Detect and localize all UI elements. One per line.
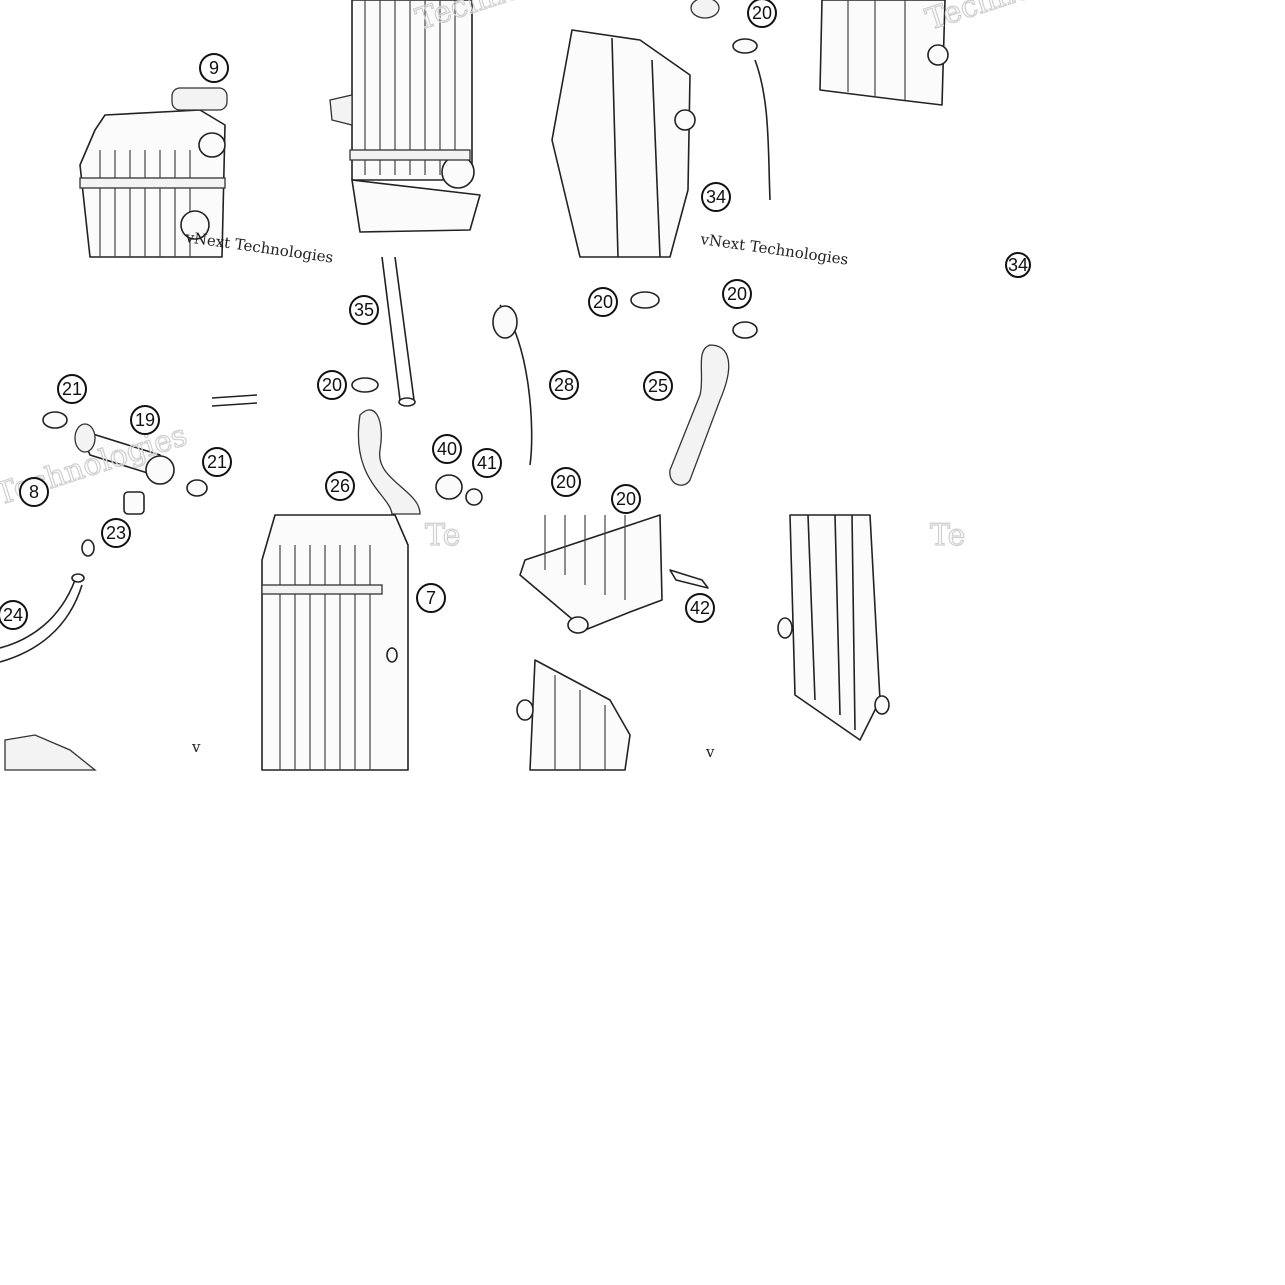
- svg-text:28: 28: [554, 375, 574, 395]
- callout-20: 20: [317, 370, 347, 400]
- hose-tube-tile: [351, 256, 533, 515]
- radiator-full-tile: [261, 514, 409, 771]
- svg-text:21: 21: [207, 452, 227, 472]
- callouts: 9 20 34 34 35 20 20 20: [0, 0, 1031, 630]
- svg-text:v: v: [191, 738, 201, 756]
- svg-text:42: 42: [690, 598, 710, 618]
- callout-20: 20: [611, 484, 641, 514]
- svg-text:v: v: [705, 743, 715, 761]
- radiator-bottom-tile: [516, 514, 709, 771]
- callout-20: 20: [722, 279, 752, 309]
- svg-text:21: 21: [62, 379, 82, 399]
- callout-42: 42: [685, 593, 715, 623]
- callout-34: 34: [701, 182, 731, 212]
- svg-text:Technologies: Technologies: [922, 0, 1122, 38]
- svg-text:34: 34: [706, 187, 726, 207]
- callout-25: 25: [643, 371, 673, 401]
- svg-text:20: 20: [616, 489, 636, 509]
- hose-24-tile: [0, 539, 97, 771]
- svg-text:vNext Technologies: vNext Technologies: [698, 230, 849, 269]
- callout-20: 20: [551, 467, 581, 497]
- svg-text:20: 20: [322, 375, 342, 395]
- svg-text:20: 20: [593, 292, 613, 312]
- svg-text:7: 7: [426, 588, 436, 608]
- svg-text:23: 23: [106, 523, 126, 543]
- callout-7: 7: [416, 583, 446, 613]
- callout-21: 21: [202, 447, 232, 477]
- callout-8: 8: [19, 477, 49, 507]
- svg-text:25: 25: [648, 376, 668, 396]
- svg-text:35: 35: [354, 300, 374, 320]
- callout-9: 9: [199, 53, 229, 83]
- svg-text:24: 24: [3, 605, 23, 625]
- shroud-vertical-tile: [777, 514, 890, 741]
- svg-text:40: 40: [437, 439, 457, 459]
- callout-41: 41: [472, 448, 502, 478]
- bolt-icon: [669, 569, 709, 589]
- hose-25-tile: [630, 291, 758, 486]
- svg-text:Te: Te: [930, 518, 965, 553]
- radiator-body-tile: [329, 0, 481, 233]
- callout-20: 20: [747, 0, 777, 28]
- callout-35: 35: [349, 295, 379, 325]
- callout-34: 34: [1005, 252, 1031, 278]
- svg-text:19: 19: [135, 410, 155, 430]
- svg-text:vNext Technologies: vNext Technologies: [183, 228, 334, 267]
- radiator-shroud-tile: [551, 0, 771, 258]
- callout-19: 19: [130, 405, 160, 435]
- svg-text:20: 20: [556, 472, 576, 492]
- svg-text:34: 34: [1008, 255, 1028, 275]
- svg-text:Te: Te: [425, 518, 460, 553]
- callout-20: 20: [588, 287, 618, 317]
- svg-text:26: 26: [330, 476, 350, 496]
- radiator-cap-icon: [171, 87, 228, 111]
- svg-text:8: 8: [29, 482, 39, 502]
- svg-text:9: 9: [209, 58, 219, 78]
- thermostat-tile: [42, 394, 258, 515]
- shroud-right-tile: [819, 0, 949, 106]
- callout-24: 24: [0, 600, 28, 630]
- radiator-top-left-tile: [79, 87, 228, 258]
- callout-21: 21: [57, 374, 87, 404]
- callout-23: 23: [101, 518, 131, 548]
- callout-26: 26: [325, 471, 355, 501]
- svg-text:41: 41: [477, 453, 497, 473]
- callout-28: 28: [549, 370, 579, 400]
- svg-text:20: 20: [752, 3, 772, 23]
- svg-text:20: 20: [727, 284, 747, 304]
- callout-40: 40: [432, 434, 462, 464]
